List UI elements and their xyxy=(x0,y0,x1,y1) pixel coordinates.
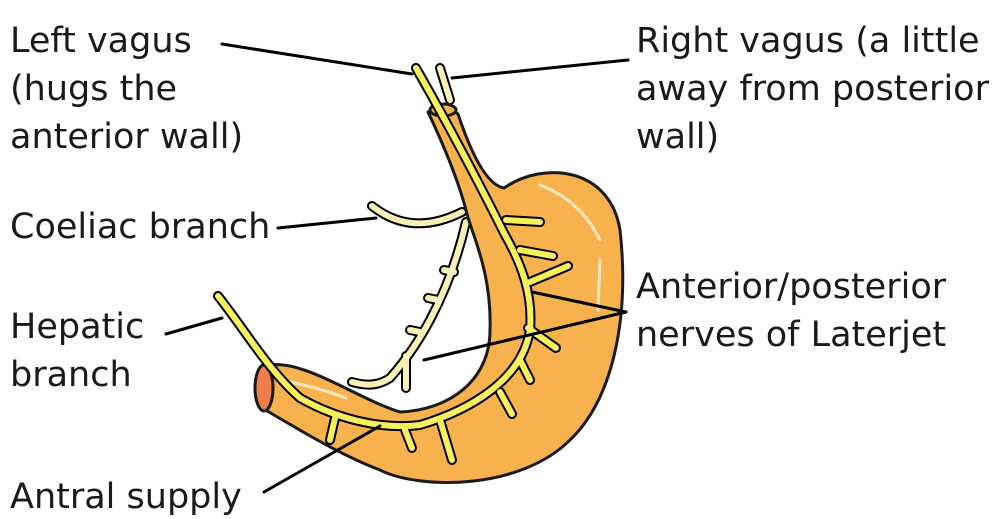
label-right-vagus: Right vagus (a little away from posterio… xyxy=(636,21,999,157)
label-hepatic-branch: Hepatic branch xyxy=(10,307,155,395)
leader-coeliac-branch xyxy=(278,218,376,228)
body-highlight xyxy=(598,260,600,310)
label-left-vagus: Left vagus (hugs the anterior wall) xyxy=(10,21,243,157)
label-laterjet: Anterior/posterior nerves of Laterjet xyxy=(636,267,957,355)
label-antral-supply: Antral supply xyxy=(10,477,242,517)
leader-hepatic-branch xyxy=(166,318,222,334)
leader-left-vagus xyxy=(222,44,412,74)
leader-right-vagus xyxy=(452,60,628,78)
label-coeliac-branch: Coeliac branch xyxy=(10,207,270,247)
